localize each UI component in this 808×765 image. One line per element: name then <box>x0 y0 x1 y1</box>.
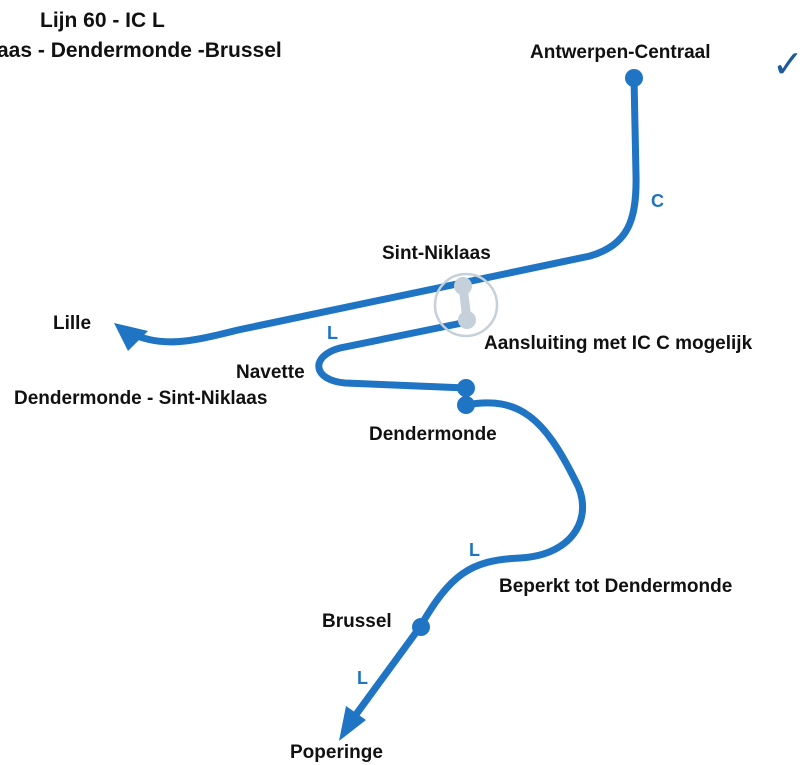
station-lille-label: Lille <box>53 313 92 334</box>
station-dot-dendermonde <box>457 396 475 414</box>
segment-l-label-2: L <box>469 540 480 560</box>
segment-c-label: C <box>651 191 664 211</box>
connection-note: Aansluiting met IC C mogelijk <box>484 333 753 354</box>
poperinge-arrowhead <box>339 706 366 741</box>
ic-l-line <box>348 399 587 724</box>
station-dot-dendermonde-navette <box>457 379 475 397</box>
lille-arrowhead <box>114 323 148 351</box>
segment-l-label-3: L <box>357 668 368 688</box>
station-poperinge-label: Poperinge <box>290 742 383 763</box>
station-sint-niklaas-label: Sint-Niklaas <box>382 243 491 264</box>
station-dendermonde-label: Dendermonde <box>369 424 497 445</box>
title-line-2: aas - Dendermonde -Brussel <box>0 39 282 62</box>
navette-line <box>315 318 471 392</box>
station-dot-brussel <box>412 618 430 636</box>
station-brussel-label: Brussel <box>322 611 392 632</box>
ic-c-line <box>126 74 640 346</box>
navette-label: Navette <box>236 362 305 383</box>
connection-ring <box>433 272 499 338</box>
connection-dot-top <box>454 277 472 295</box>
station-dot-antwerpen <box>625 69 643 87</box>
title-line-1: Lijn 60 - IC L <box>40 9 165 32</box>
check-icon: ✓ <box>772 42 804 86</box>
station-antwerpen-label: Antwerpen-Centraal <box>530 42 711 63</box>
limited-note: Beperkt tot Dendermonde <box>499 576 733 597</box>
segment-l-label-1: L <box>327 323 338 343</box>
connection-dot-bottom <box>458 311 476 329</box>
navette-route-label: Dendermonde - Sint-Niklaas <box>14 388 268 409</box>
